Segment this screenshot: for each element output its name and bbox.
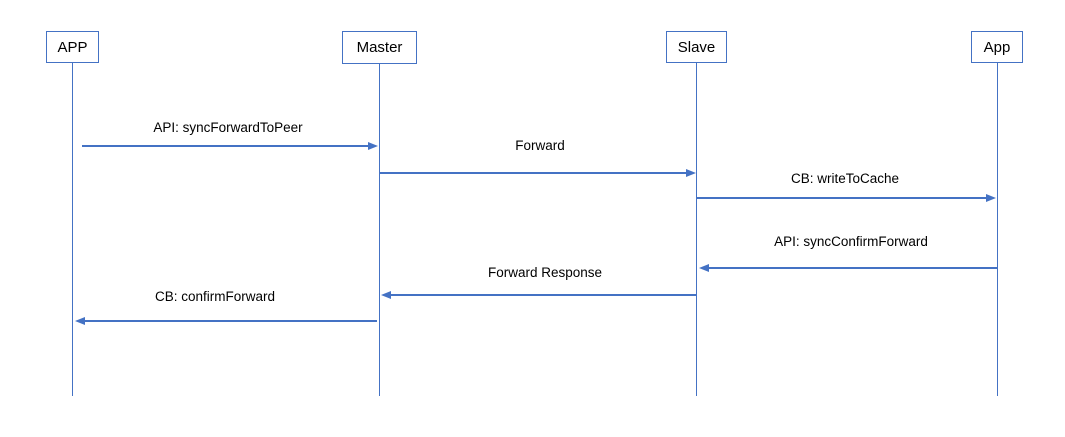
message-line	[82, 145, 368, 147]
message-label: Forward Response	[487, 265, 603, 280]
message-label: Forward	[515, 138, 565, 153]
actor-label: Slave	[677, 38, 716, 56]
arrowhead-left-icon	[75, 316, 85, 325]
actor-label: Master	[356, 39, 403, 56]
lifeline-master	[378, 64, 381, 396]
actor-label: App	[983, 38, 1011, 56]
lifeline-app	[996, 63, 999, 396]
message-line	[391, 294, 696, 296]
arrowhead-right-icon	[368, 141, 378, 150]
arrowhead-left-icon	[699, 263, 709, 272]
lifeline-app-caps	[71, 63, 74, 396]
actor-label: APP	[57, 38, 88, 56]
message-line	[85, 320, 377, 322]
message-label: CB: confirmForward	[154, 289, 276, 304]
message-label: API: syncConfirmForward	[774, 234, 928, 249]
message-line	[709, 267, 997, 269]
arrowhead-right-icon	[686, 168, 696, 177]
actor-box-app-caps: APP	[46, 31, 99, 63]
message-line	[380, 172, 686, 174]
message-label: CB: writeToCache	[790, 171, 900, 186]
arrowhead-left-icon	[381, 290, 391, 299]
message-line	[697, 197, 986, 199]
arrowhead-right-icon	[986, 193, 996, 202]
actor-box-slave: Slave	[666, 31, 727, 63]
lifeline-slave	[695, 63, 698, 396]
actor-box-app: App	[971, 31, 1023, 63]
message-label: API: syncForwardToPeer	[153, 120, 303, 135]
actor-box-master: Master	[342, 31, 417, 64]
